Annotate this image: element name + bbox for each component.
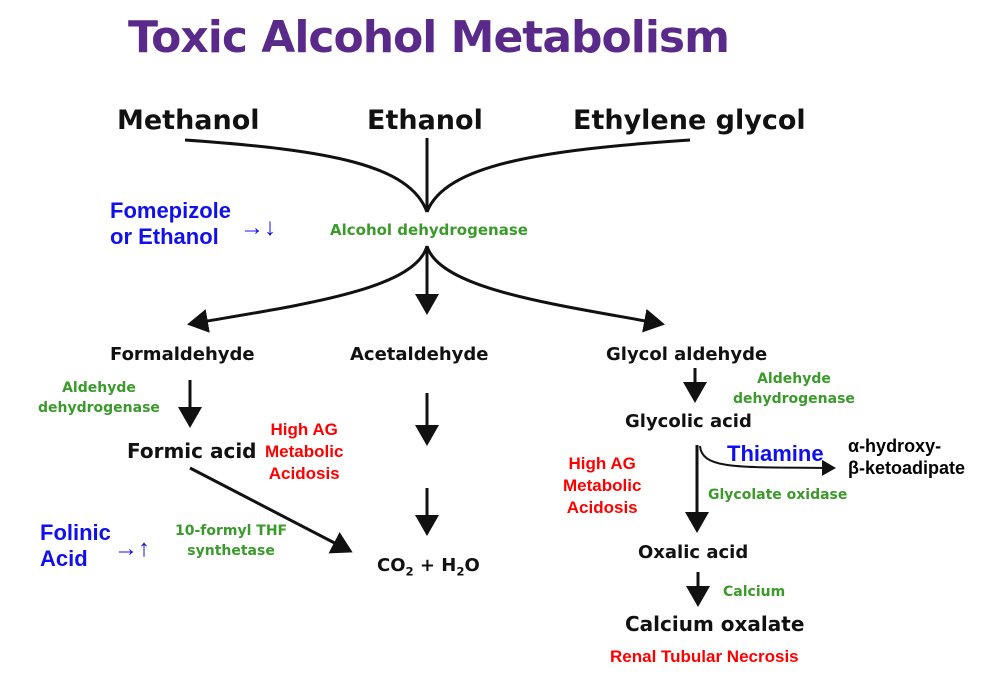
- co2-sub: 2: [405, 564, 414, 579]
- folinic-line2: Acid: [40, 546, 88, 572]
- thf-line1: 10-formyl THF: [175, 523, 288, 539]
- fomepizole-label: Fomepizole or Ethanol: [110, 198, 231, 251]
- fomepizole-line2: or Ethanol: [110, 224, 219, 250]
- page-title: Toxic Alcohol Metabolism: [128, 12, 730, 63]
- acidosis-right-line1: High AG: [568, 454, 636, 473]
- acidosis-left-line2: Metabolic: [265, 442, 344, 462]
- enzyme-thf-synthetase: 10-formyl THF synthetase: [175, 521, 287, 562]
- renal-tubular-necrosis: Renal Tubular Necrosis: [610, 647, 799, 666]
- ethylene-glycol-curve: [425, 138, 691, 213]
- o-text: O: [464, 555, 480, 576]
- folinic-acid-label: Folinic Acid: [40, 520, 111, 573]
- arrow-formic-co2: [189, 466, 353, 554]
- ketoadipate-label: α-hydroxy- β-ketoadipate: [848, 436, 965, 479]
- acidosis-right-line3: Acidosis: [566, 498, 638, 518]
- arrow-to-formaldehyde: [187, 245, 429, 333]
- acetaldehyde-label: Acetaldehyde: [350, 344, 489, 365]
- co2-text: CO: [377, 555, 406, 576]
- acidosis-left-line1: High AG: [270, 420, 338, 439]
- aldh-right-line2: dehydrogenase: [733, 391, 855, 408]
- formaldehyde-label: Formaldehyde: [110, 344, 255, 365]
- enzyme-aldh-right: Aldehyde dehydrogenase: [733, 369, 855, 410]
- methanol-label: Methanol: [117, 105, 260, 136]
- acidosis-right-line2: Metabolic: [563, 476, 642, 496]
- ethanol-label: Ethanol: [367, 105, 483, 136]
- methanol-curve: [184, 138, 429, 213]
- formic-acid-label: Formic acid: [127, 439, 257, 463]
- thiamine-branch-arrow: [699, 445, 836, 476]
- ketoadipate-line2: β-ketoadipate: [848, 457, 966, 478]
- stimulate-arrows: →↑: [114, 535, 150, 562]
- co2-h2o-label: CO2 + H2O: [377, 557, 480, 578]
- enzyme-aldh-left: Aldehyde dehydrogenase: [38, 378, 160, 419]
- enzyme-calcium: Calcium: [723, 584, 786, 600]
- ethylene-glycol-label: Ethylene glycol: [573, 105, 806, 136]
- inhibit-arrows: →↓: [240, 214, 276, 241]
- enzyme-glycolate-oxidase: Glycolate oxidase: [708, 487, 848, 503]
- h2o-sub: 2: [456, 564, 465, 579]
- aldh-left-line1: Aldehyde: [62, 380, 136, 396]
- arrow-to-glycol-aldehyde: [425, 245, 665, 333]
- glycol-aldehyde-label: Glycol aldehyde: [606, 344, 768, 365]
- fomepizole-line1: Fomepizole: [110, 198, 232, 223]
- enzyme-adh: Alcohol dehydrogenase: [330, 221, 528, 239]
- aldh-left-line2: dehydrogenase: [38, 400, 160, 417]
- thiamine-label: Thiamine: [727, 441, 824, 466]
- acidosis-left: High AG Metabolic Acidosis: [265, 419, 343, 485]
- thf-line2: synthetase: [187, 543, 275, 560]
- ketoadipate-line1: α-hydroxy-: [848, 436, 942, 456]
- aldh-right-line1: Aldehyde: [757, 371, 831, 387]
- acidosis-left-line3: Acidosis: [268, 464, 340, 484]
- acidosis-right: High AG Metabolic Acidosis: [563, 453, 641, 519]
- calcium-oxalate-label: Calcium oxalate: [625, 612, 805, 636]
- oxalic-acid-label: Oxalic acid: [638, 542, 749, 563]
- glycolic-acid-label: Glycolic acid: [625, 411, 752, 432]
- plus-h-text: + H: [413, 555, 457, 576]
- folinic-line1: Folinic: [40, 520, 111, 545]
